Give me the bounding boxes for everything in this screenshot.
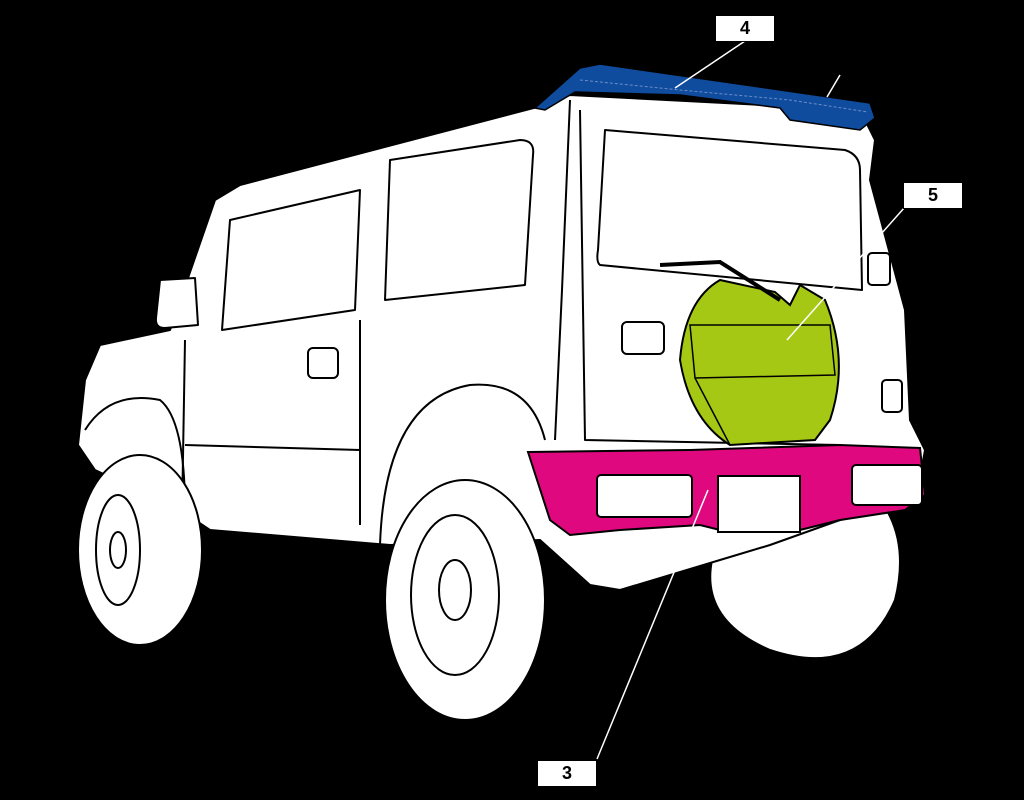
callout-5: 5: [903, 182, 963, 209]
bumper-lamp-left: [596, 474, 693, 518]
rear-lamp: [881, 379, 903, 413]
leader-line-4b: [826, 74, 841, 98]
door-handle: [307, 347, 339, 379]
rear-lamp-upper: [867, 252, 891, 286]
callout-3-label: 3: [561, 763, 572, 783]
license-plate: [717, 475, 801, 533]
bumper-lamp-right: [851, 464, 923, 506]
callout-4-label: 4: [739, 18, 750, 38]
rear-side-window: [384, 139, 535, 301]
rear-door-handle: [621, 321, 665, 355]
leader-line-5: [786, 206, 906, 341]
leader-line-4: [674, 40, 746, 89]
rear-left-wheel: [384, 479, 546, 721]
callout-3: 3: [537, 760, 597, 787]
leader-line-3: [596, 489, 709, 760]
callout-5-label: 5: [927, 185, 938, 205]
front-door-window: [221, 189, 361, 331]
rear-window: [596, 129, 863, 291]
callout-4: 4: [715, 15, 775, 42]
roof-spoiler-highlight: [533, 63, 876, 131]
side-mirror: [154, 277, 199, 329]
spare-tire-cover-highlight: [678, 278, 840, 447]
